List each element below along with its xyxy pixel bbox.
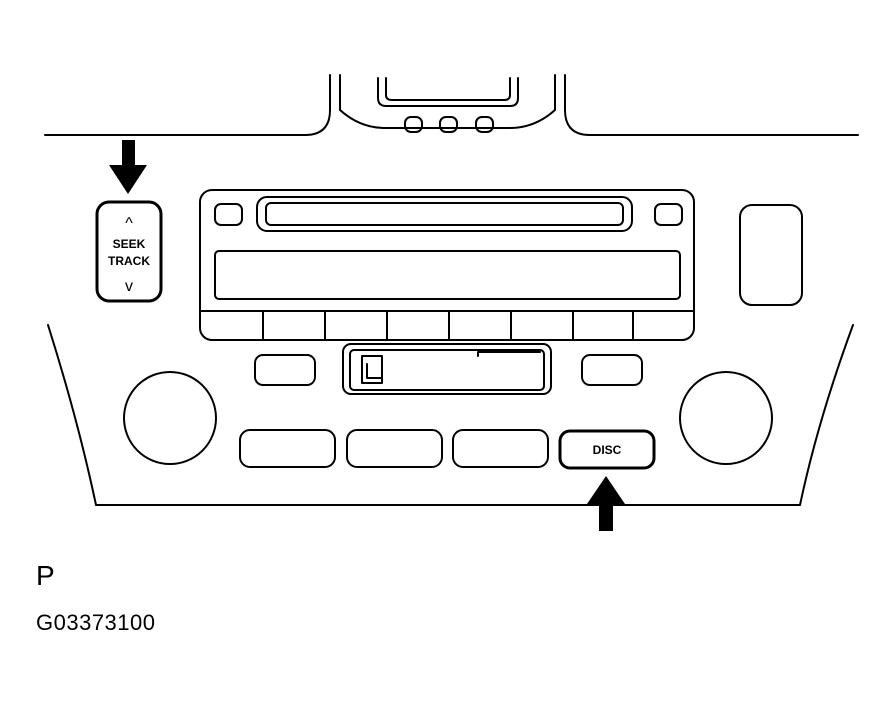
head-unit-right-button — [654, 203, 683, 226]
disc-button-label: DISC — [593, 443, 622, 457]
track-label: TRACK — [108, 254, 150, 268]
cassette-left-button[interactable] — [254, 354, 316, 386]
cassette-door-notch — [477, 351, 541, 357]
cassette-right-button[interactable] — [581, 354, 643, 386]
bottom-button-1[interactable] — [239, 429, 336, 468]
cassette-eject-mark — [366, 363, 382, 379]
clock-display-inner — [385, 77, 511, 101]
dash-upper-right-outline — [564, 74, 859, 136]
cassette-door-outer — [342, 343, 552, 395]
bottom-button-2[interactable] — [346, 429, 443, 468]
preset-button-dividers — [262, 310, 634, 340]
indicator-light-3 — [475, 116, 494, 133]
arrow-up-icon — [587, 476, 625, 531]
head-unit-frame — [199, 189, 695, 341]
display-window — [214, 250, 681, 300]
chevron-up-icon: ^ — [125, 215, 133, 232]
seek-label: SEEK — [113, 237, 146, 251]
right-knob[interactable] — [679, 371, 773, 465]
cd-slot-inner — [265, 202, 624, 226]
center-bridge-outline — [339, 74, 556, 129]
figure-code: G03373100 — [36, 610, 156, 635]
hazard-button[interactable] — [739, 204, 803, 306]
lower-panel-outline — [47, 324, 854, 506]
left-knob[interactable] — [123, 371, 217, 465]
head-unit-left-button — [214, 203, 243, 226]
indicator-light-2 — [439, 116, 458, 133]
seek-track-button[interactable] — [95, 200, 163, 303]
disc-button[interactable] — [558, 429, 656, 470]
view-letter: P — [36, 560, 55, 591]
arrow-down-icon — [109, 140, 147, 194]
cassette-eject-slot — [361, 355, 383, 384]
chevron-down-icon: v — [125, 278, 133, 295]
cd-slot-outer — [256, 196, 633, 232]
cassette-door-inner — [349, 349, 545, 391]
indicator-light-1 — [404, 116, 423, 133]
bottom-button-3[interactable] — [452, 429, 549, 468]
dash-upper-left-outline — [44, 74, 331, 136]
clock-display-outline — [377, 77, 519, 107]
